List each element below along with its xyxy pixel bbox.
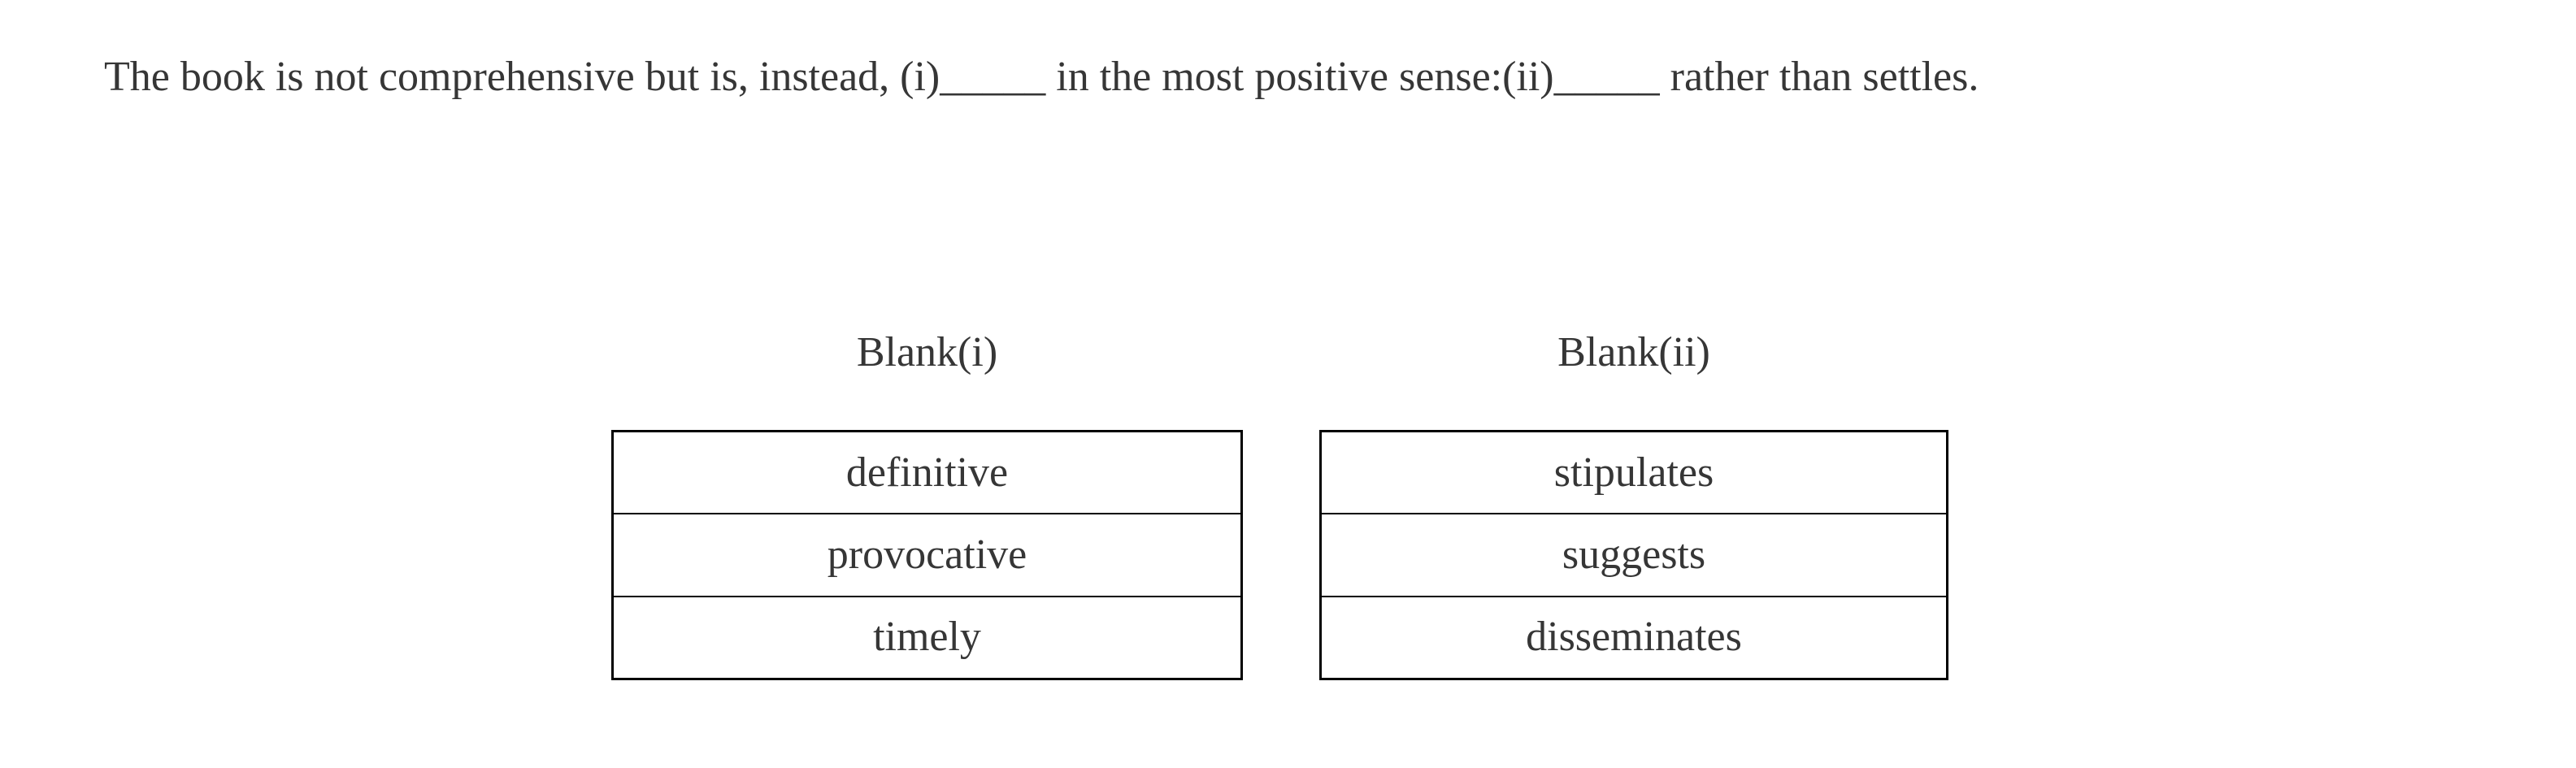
blank-ii-column-label: Blank(ii) [1557, 329, 1710, 375]
option-blank-i-timely[interactable]: timely [614, 595, 1240, 678]
option-blank-ii-disseminates[interactable]: disseminates [1322, 595, 1946, 678]
sentence-text-between-blanks: in the most positive sense:(ii) [1045, 54, 1554, 100]
blank-i-column-label: Blank(i) [856, 329, 998, 375]
sentence-text-after-blank-ii: rather than settles. [1659, 54, 1979, 100]
option-blank-i-definitive[interactable]: definitive [614, 432, 1240, 514]
blank-i-options-table: definitive provocative timely [611, 430, 1243, 680]
blank-ii-underscore: _____ [1553, 54, 1660, 100]
blank-i-underscore: _____ [940, 54, 1046, 100]
option-blank-ii-suggests[interactable]: suggests [1322, 513, 1946, 596]
sentence-text-before-blank-i: The book is not comprehensive but is, in… [104, 54, 940, 100]
option-blank-i-provocative[interactable]: provocative [614, 513, 1240, 596]
question-sentence: The book is not comprehensive but is, in… [104, 56, 1979, 98]
option-blank-ii-stipulates[interactable]: stipulates [1322, 432, 1946, 514]
blank-ii-options-table: stipulates suggests disseminates [1319, 430, 1948, 680]
